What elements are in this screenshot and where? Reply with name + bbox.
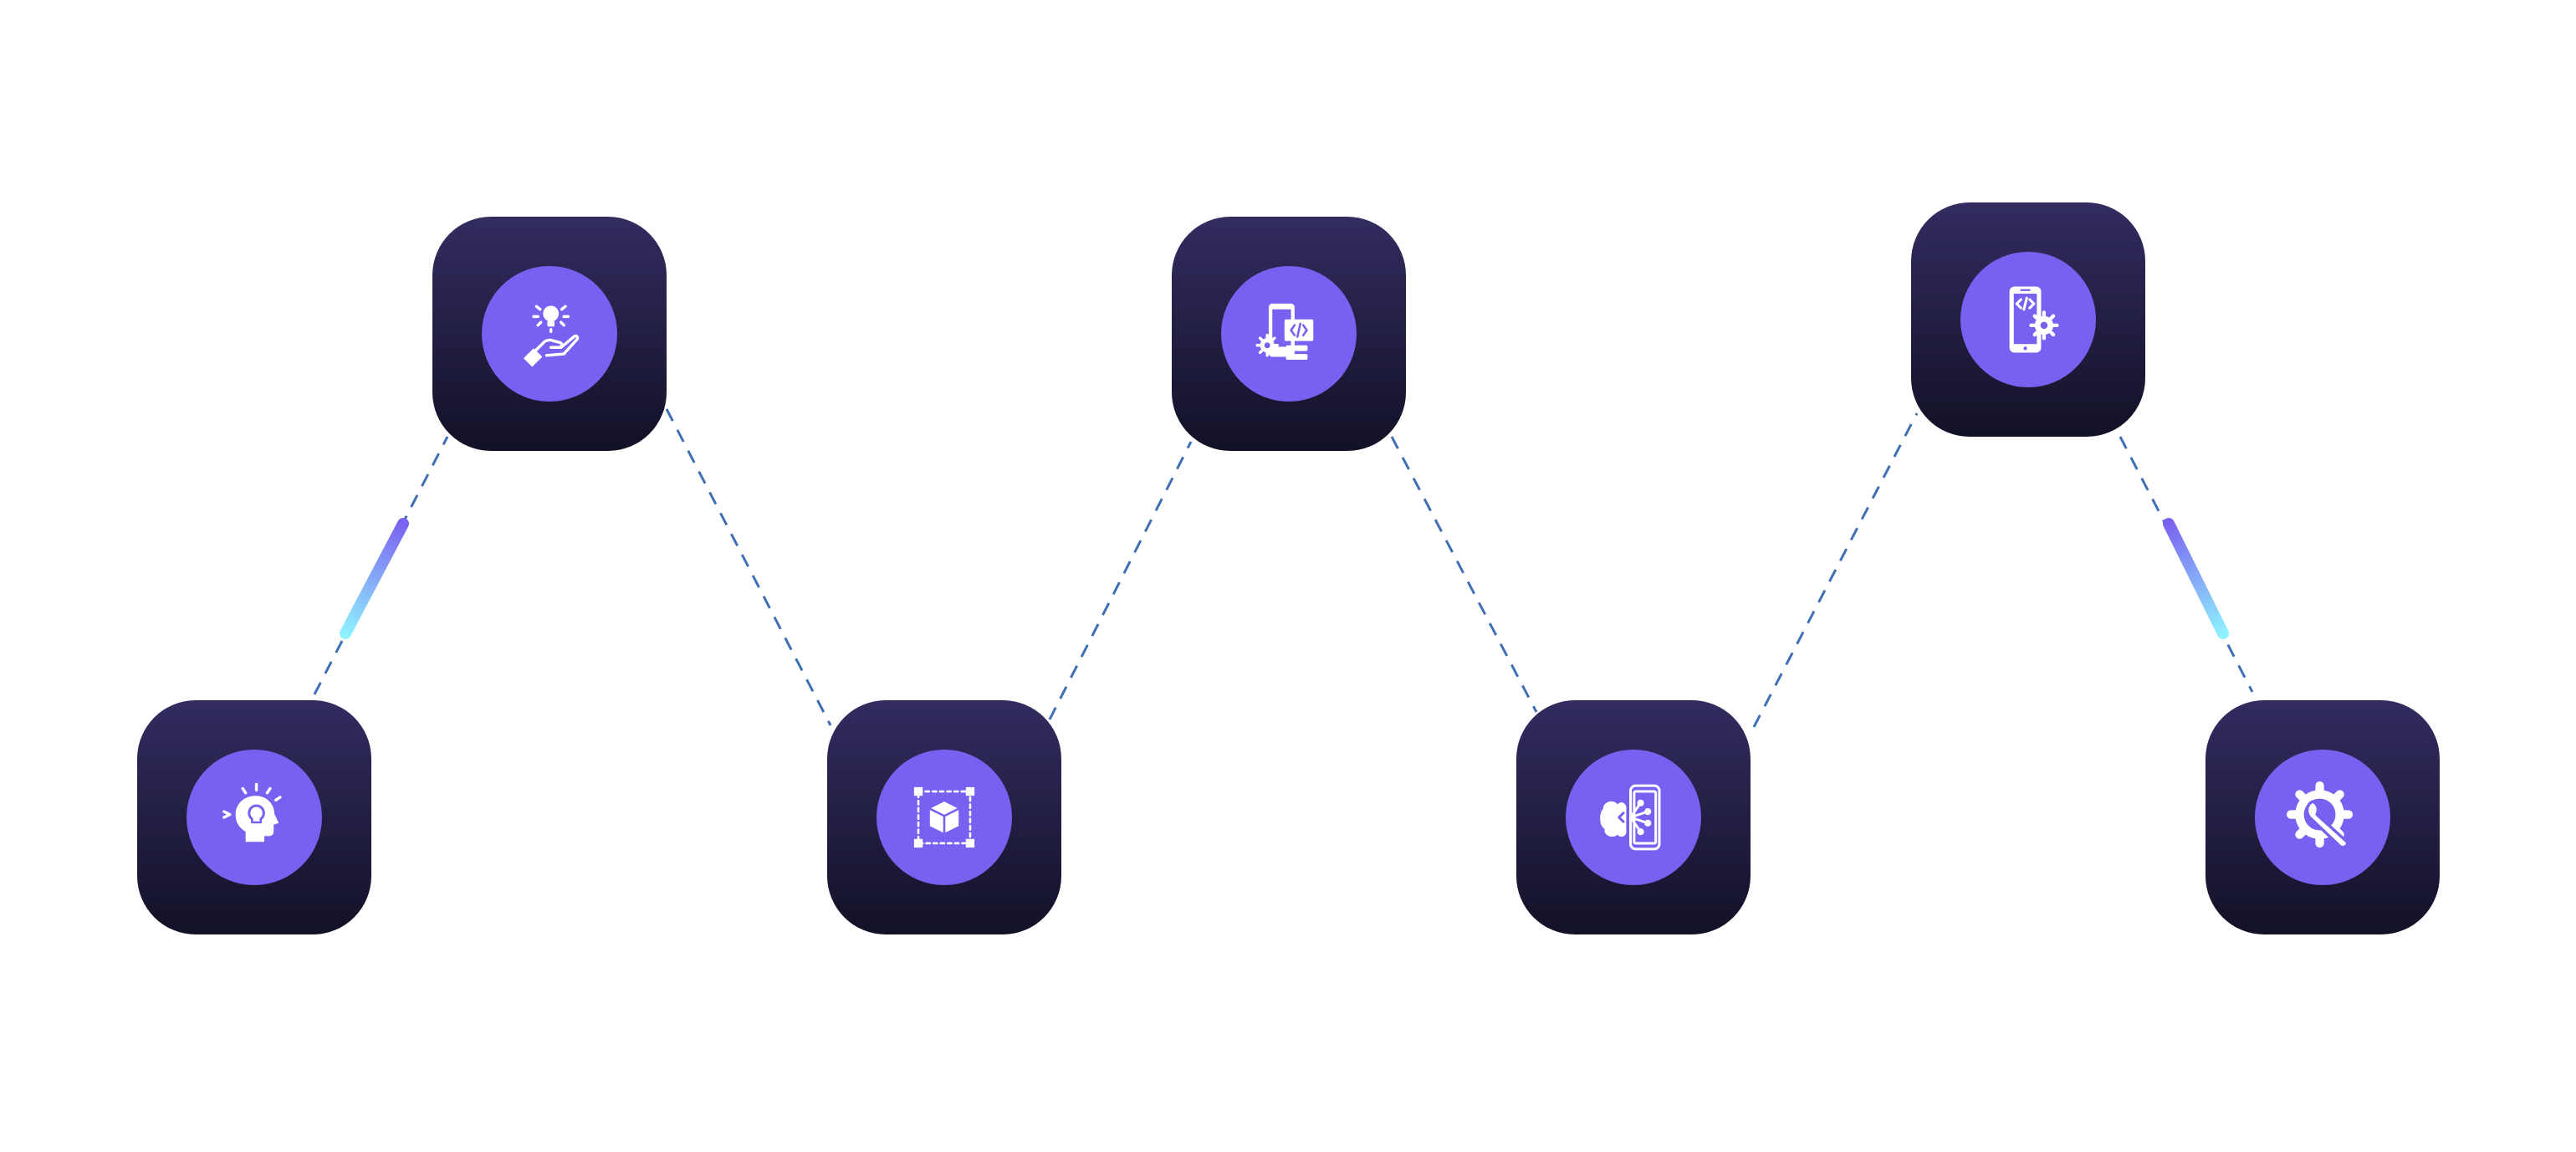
process-node-3 [827,700,1061,934]
process-node-5 [1516,700,1751,934]
process-node-4 [1172,217,1406,451]
icon-badge [1960,252,2096,387]
connector-5-6 [1752,412,1919,728]
icon-badge [2255,750,2390,885]
icon-badge [1221,266,1357,402]
process-node-7 [2205,700,2440,934]
icon-badge [482,266,617,402]
highlight-segment-right [2163,518,2229,639]
connector-2-3 [665,408,832,726]
process-node-2 [432,217,667,451]
prototype-cube-icon [913,786,975,848]
mobile-code-settings-icon [2009,286,2059,353]
icon-badge [1566,750,1701,885]
icon-badge [187,750,322,885]
hand-holding-bulb-icon [524,305,580,367]
connector-4-5 [1390,436,1538,713]
app-development-icon [1255,303,1314,360]
mobile-integration-icon [1600,784,1661,851]
maintenance-wrench-gear-icon [2287,781,2354,849]
process-node-1 [137,700,371,934]
process-node-6 [1911,202,2145,437]
connector-3-4 [1048,441,1193,720]
icon-badge [877,750,1012,885]
highlight-segment-left [340,518,409,639]
idea-head-icon [222,782,282,842]
